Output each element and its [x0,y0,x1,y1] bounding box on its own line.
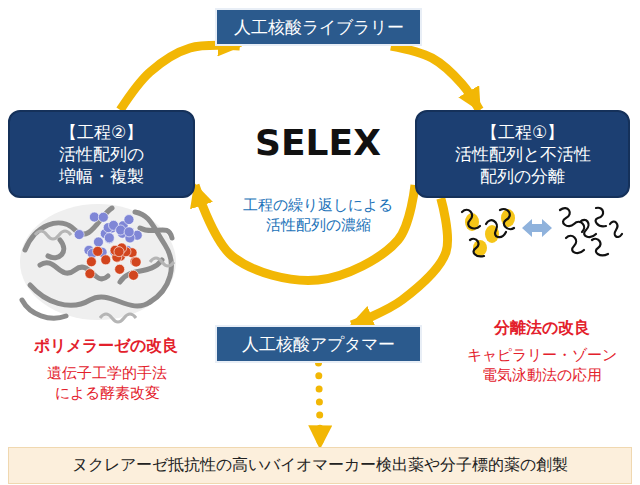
atom-sphere [128,270,138,280]
box-text: 人工核酸ライブラリー [223,16,414,38]
improvement-note: 遺伝子工学的手法 による酵素改変 [42,364,172,403]
atom-sphere [74,230,84,240]
nucleic-acid-molecules [462,208,622,257]
cycle-arrow [120,45,240,110]
diagram-title-word: SELEX [228,120,408,167]
process-box: 人工核酸ライブラリー [215,8,422,46]
atom-sphere [124,215,134,225]
box-text: ヌクレアーゼ抵抗性の高いバイオマーカー検出薬や分子標的薬の創製 [15,455,625,476]
atom-sphere [93,237,103,247]
goal-band: ヌクレアーゼ抵抗性の高いバイオマーカー検出薬や分子標的薬の創製 [8,447,632,484]
exchange-arrow [522,219,552,237]
active-aptamer [462,209,514,256]
atom-sphere [89,212,99,222]
atom-sphere [124,227,134,237]
protein-shadow [20,204,176,320]
atom-sphere [93,246,103,256]
cycle-arrow [195,185,415,280]
process-box: 【工程②】活性配列の 増幅・複製 [8,110,195,198]
improvement-note: キャピラリー・ゾーン 電気泳動法の応用 [462,346,622,385]
center-note: 工程の繰り返しによる 活性配列の濃縮 [238,196,398,235]
box-heading: 【工程①】 [423,121,622,143]
atom-sphere [86,257,96,267]
atom-sphere [85,269,95,279]
atom-sphere [101,255,111,265]
process-box: 【工程①】活性配列と不活性 配列の分離 [415,110,630,198]
atom-sphere [98,212,108,222]
polymerase-structure [20,204,176,322]
atom-sphere [115,264,125,274]
dotted-arrow [319,363,321,447]
improvement-label: ポリメラーゼの改良 [8,336,204,357]
protein-ribbon [22,208,172,318]
atom-sphere [114,247,124,257]
inactive-sequences [560,208,622,256]
protein-coil [35,231,174,322]
nucleotide-spheres [74,212,142,280]
box-text: 人工核酸アプタマー [223,333,414,355]
atom-sphere [131,257,141,267]
cycle-arrow [391,46,480,110]
box-text: 活性配列と不活性 配列の分離 [452,143,594,187]
result-box: 人工核酸アプタマー [215,325,422,363]
box-heading: 【工程②】 [16,121,187,143]
atom-sphere [104,233,114,243]
improvement-label: 分離法の改良 [452,318,632,339]
atom-sphere [104,234,114,244]
box-text: 活性配列の 増幅・複製 [52,143,152,187]
